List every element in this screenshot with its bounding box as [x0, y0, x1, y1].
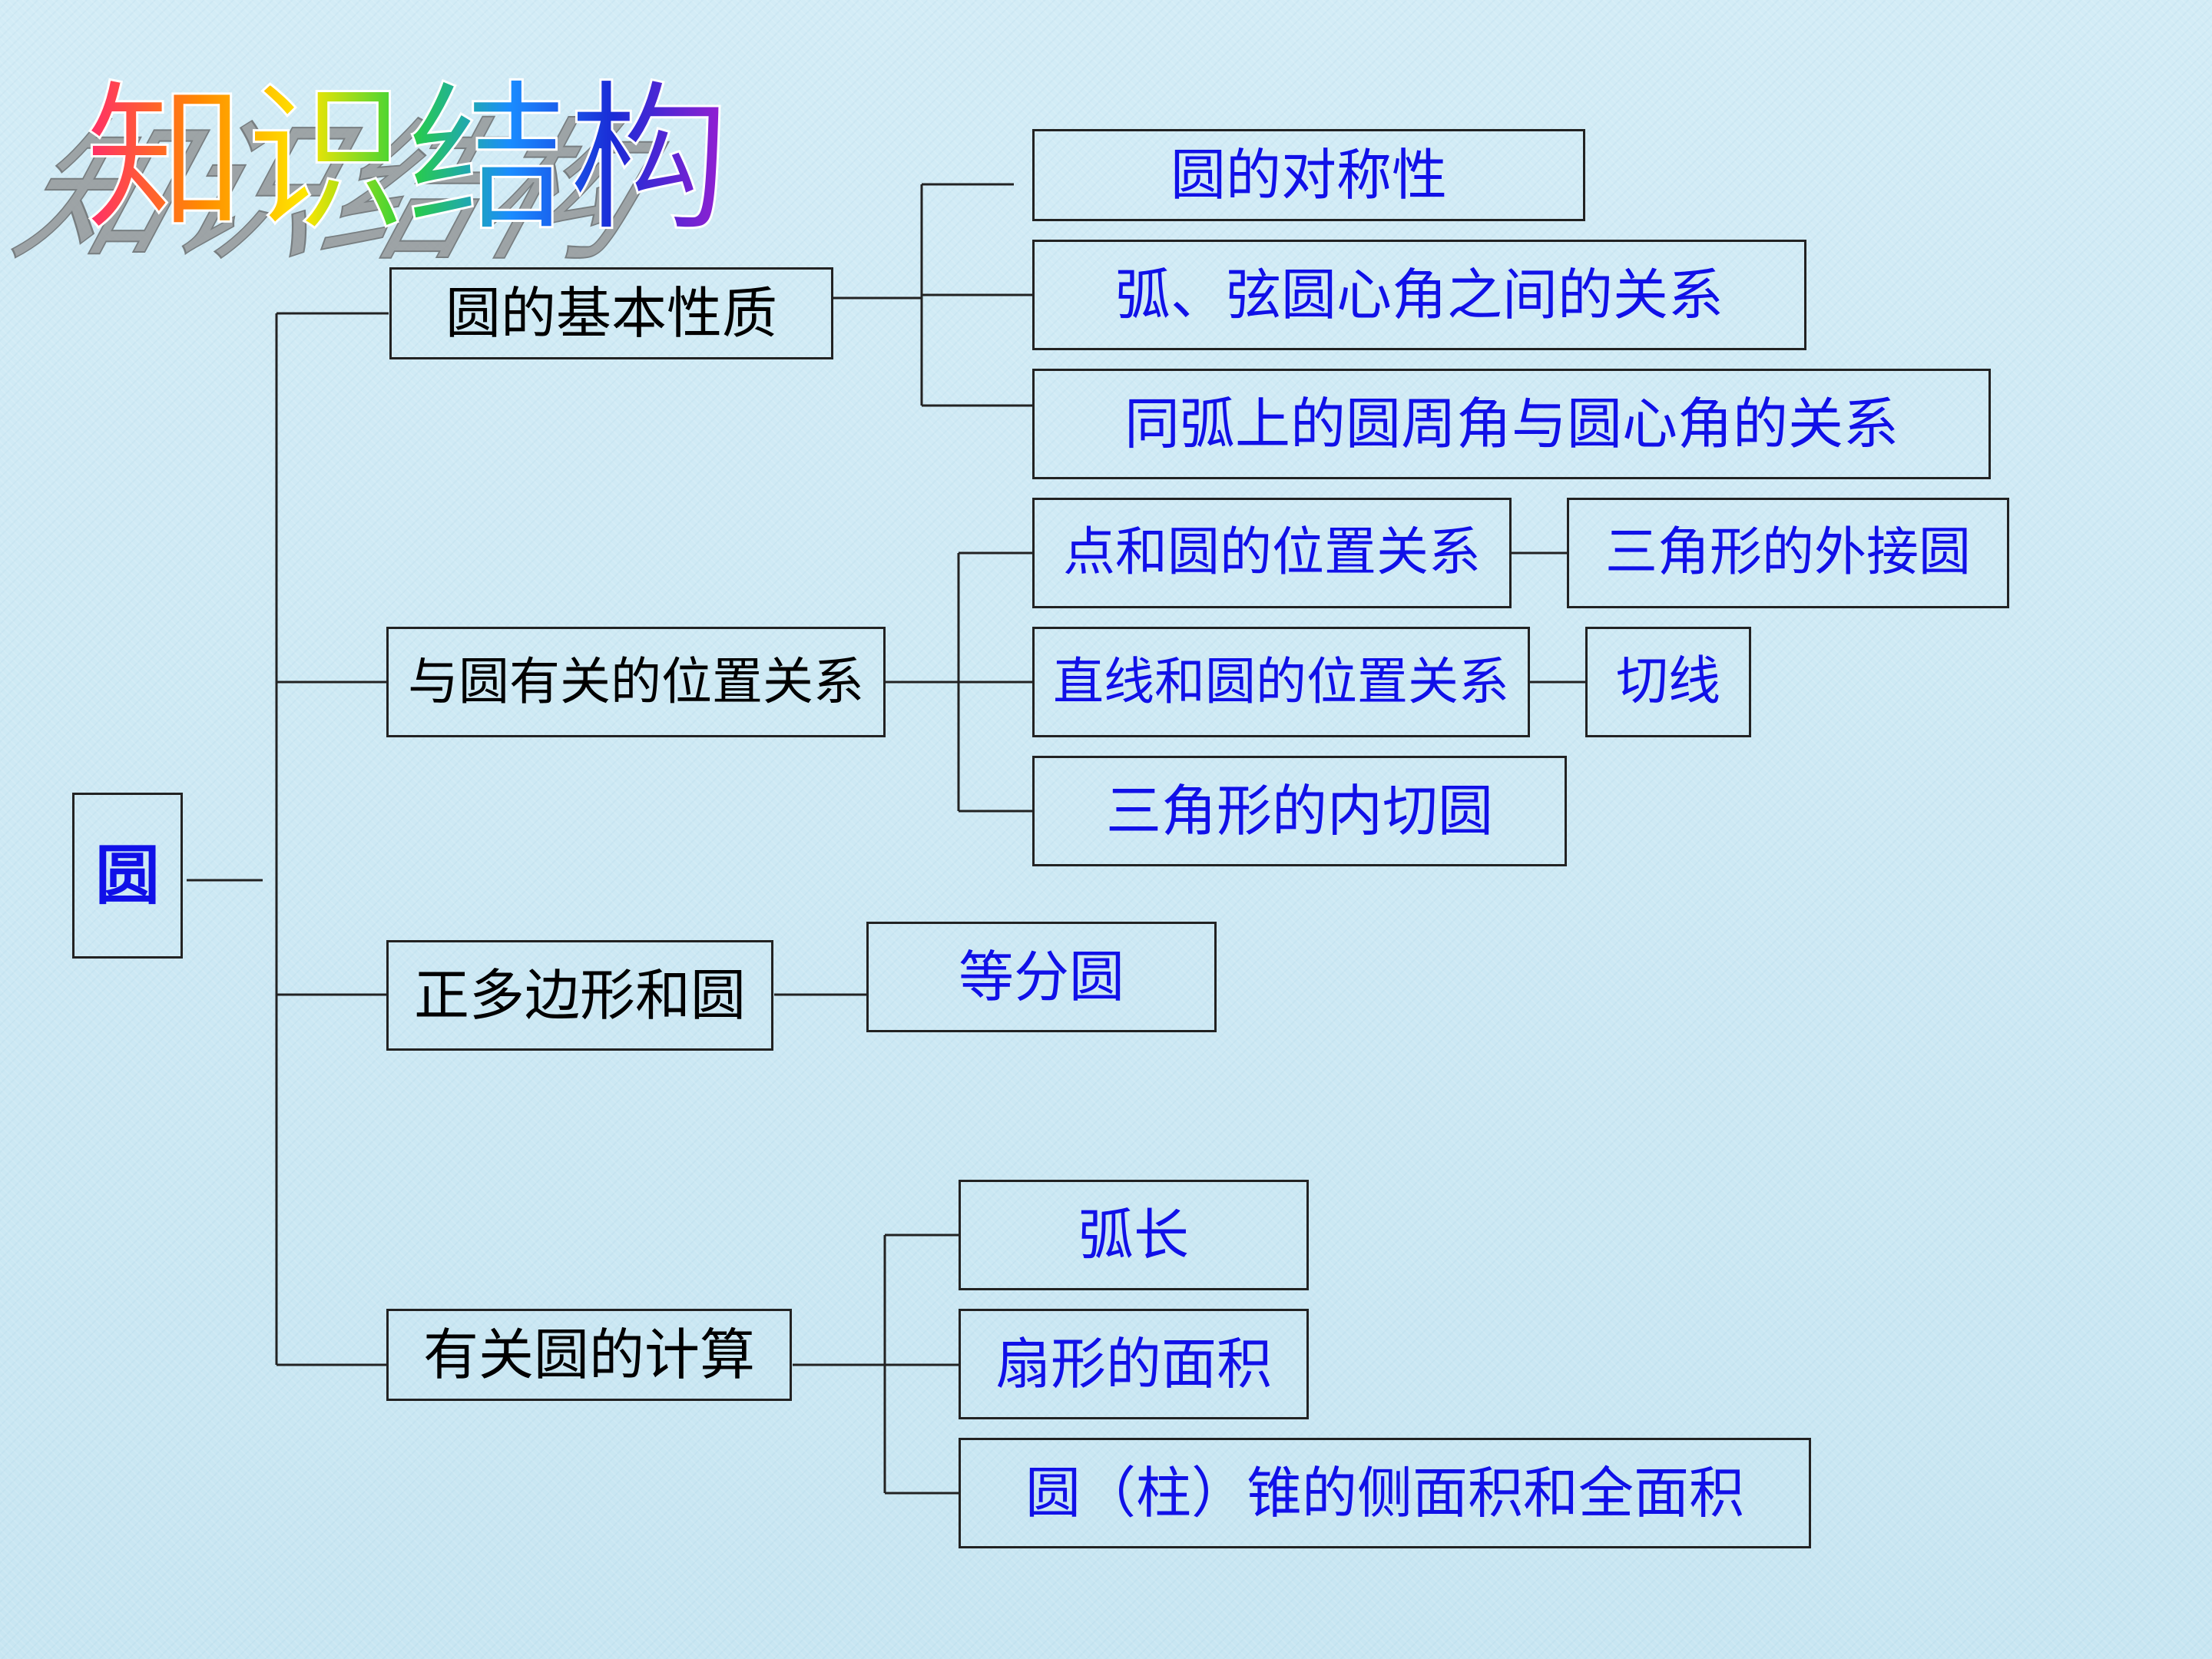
leaf-label: 扇形的面积	[995, 1332, 1272, 1396]
sub-node-tangent: 切线	[1585, 627, 1751, 737]
leaf-label: 直线和圆的位置关系	[1053, 652, 1509, 711]
branch-node-position-relations: 与圆有关的位置关系	[386, 627, 886, 737]
leaf-node-line-circle: 直线和圆的位置关系	[1032, 627, 1530, 737]
branch-node-basic-properties: 圆的基本性质	[389, 267, 833, 359]
leaf-node-inscribed-central-angle: 同弧上的圆周角与圆心角的关系	[1032, 369, 1991, 479]
branch-label: 与圆有关的位置关系	[408, 652, 864, 711]
root-label: 圆	[94, 838, 160, 913]
leaf-label: 点和圆的位置关系	[1062, 522, 1481, 583]
leaf-label: 弧、弦圆心角之间的关系	[1114, 263, 1724, 327]
leaf-node-cone-area: 圆（柱）锥的侧面积和全面积	[959, 1438, 1811, 1548]
leaf-node-arc-chord-angle: 弧、弦圆心角之间的关系	[1032, 240, 1806, 350]
branch-label: 有关圆的计算	[422, 1323, 755, 1387]
leaf-label: 等分圆	[958, 945, 1124, 1009]
leaf-label: 同弧上的圆周角与圆心角的关系	[1124, 392, 1899, 456]
leaf-node-incircle: 三角形的内切圆	[1032, 756, 1567, 866]
leaf-label: 圆（柱）锥的侧面积和全面积	[1025, 1461, 1744, 1525]
root-node: 圆	[72, 793, 183, 959]
sub-node-circumcircle: 三角形的外接圆	[1567, 498, 2009, 608]
branch-label: 圆的基本性质	[445, 281, 777, 346]
leaf-node-sector-area: 扇形的面积	[959, 1309, 1309, 1419]
branch-node-regular-polygon: 正多边形和圆	[386, 940, 773, 1051]
title-wordart: 知识结构 知识结构	[0, 65, 731, 283]
leaf-node-point-circle: 点和圆的位置关系	[1032, 498, 1512, 608]
branch-label: 正多边形和圆	[413, 963, 746, 1028]
title-text: 知识结构	[84, 65, 730, 253]
leaf-label: 三角形的内切圆	[1105, 779, 1493, 843]
leaf-label: 圆的对称性	[1170, 143, 1447, 207]
leaf-label: 弧长	[1078, 1203, 1189, 1267]
sub-label: 切线	[1615, 651, 1720, 712]
sub-label: 三角形的外接圆	[1604, 522, 1971, 583]
branch-node-calculations: 有关圆的计算	[386, 1309, 792, 1401]
leaf-node-divide-circle: 等分圆	[866, 922, 1217, 1032]
leaf-node-arc-length: 弧长	[959, 1180, 1309, 1290]
leaf-node-symmetry: 圆的对称性	[1032, 129, 1585, 221]
title-shadow: 知识结构	[0, 104, 698, 283]
